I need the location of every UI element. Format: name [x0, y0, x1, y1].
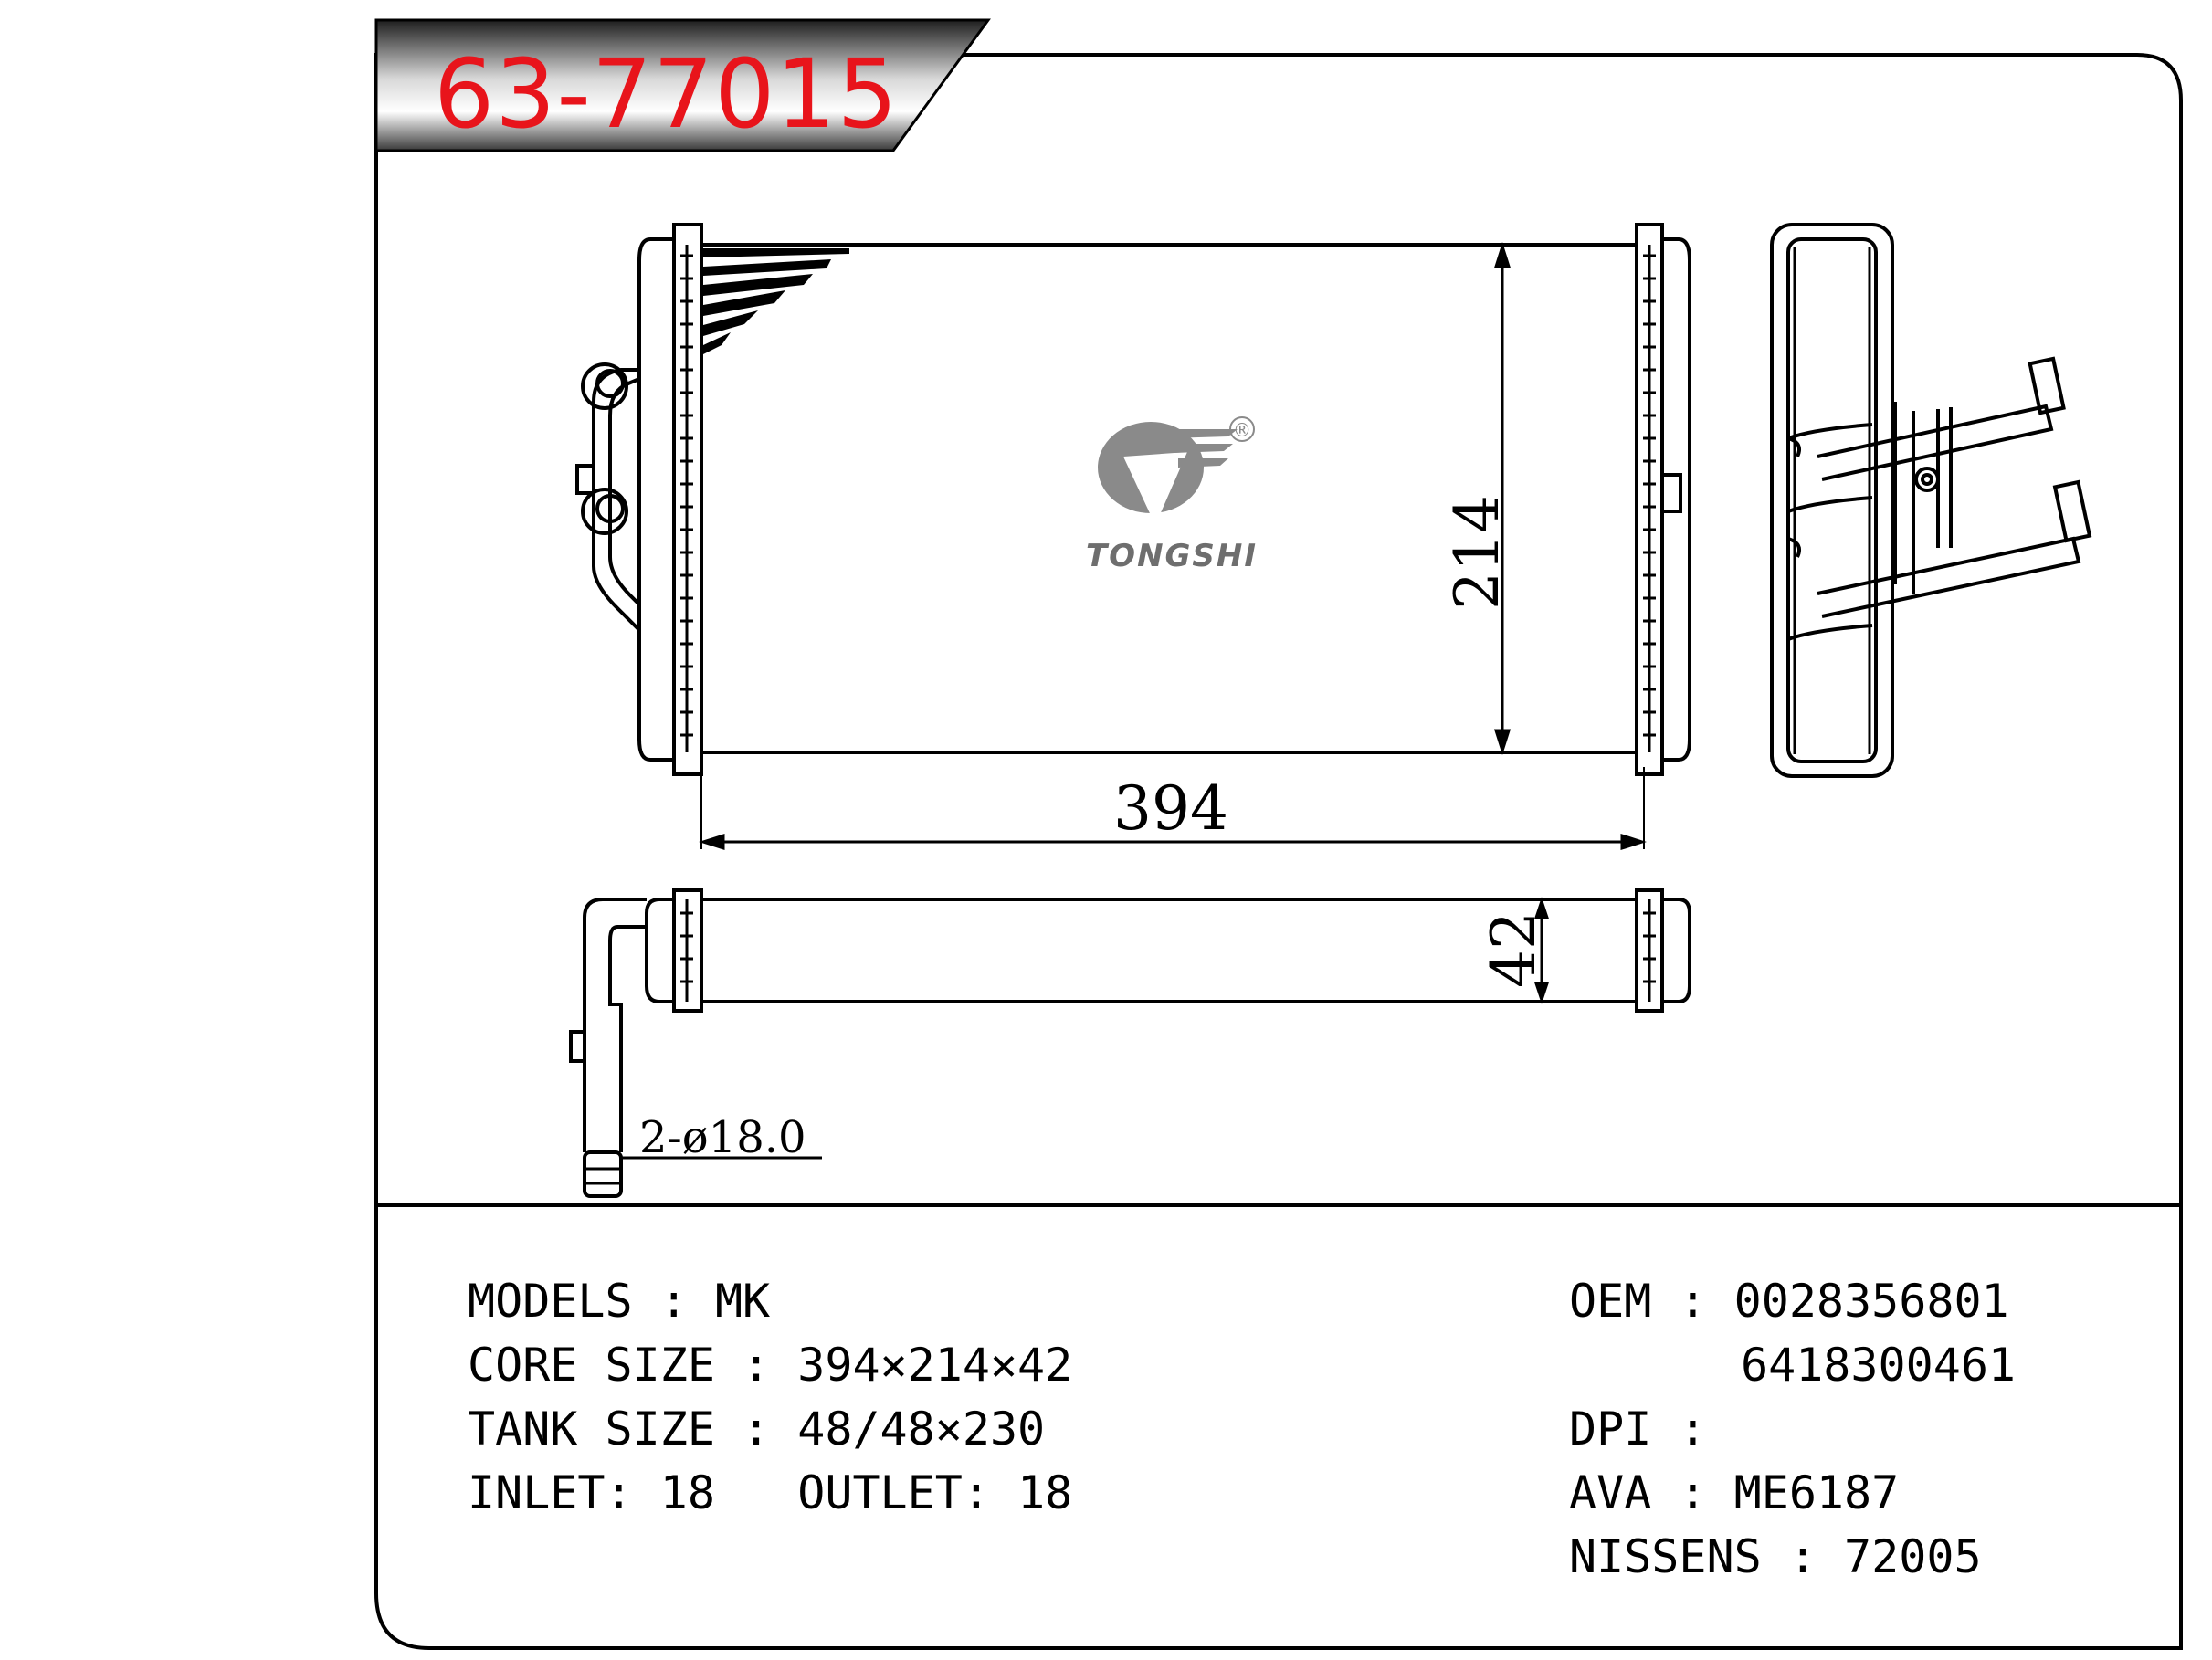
oem-value-2: 6418300461: [1741, 1339, 2017, 1392]
spec-oem: OEM : 0028356801: [1569, 1278, 2009, 1324]
front-view: [575, 223, 1691, 776]
nissens-label: NISSENS :: [1569, 1530, 1845, 1583]
side-pipe: [583, 898, 647, 1152]
title-banner: [374, 18, 991, 152]
registered-mark: ®: [1233, 419, 1251, 441]
drawing-frame: [374, 53, 2183, 1650]
end-tank-inner: [1786, 237, 1878, 763]
ava-value: ME6187: [1733, 1466, 1900, 1519]
part-number-title: 63-77015: [434, 38, 899, 150]
end-pipe-upper-cap: [2028, 356, 2066, 415]
dimension-width-label: 394: [1113, 773, 1228, 844]
outlet-pipe: [581, 488, 628, 535]
ava-label: AVA :: [1569, 1466, 1734, 1519]
dimension-pipe-label: 2-ø18.0: [639, 1112, 806, 1163]
side-pipe-tab: [569, 1030, 585, 1063]
core-label: CORE SIZE :: [468, 1339, 798, 1392]
side-right-tank: [1635, 888, 1664, 1013]
inlet-value: 18: [659, 1466, 715, 1519]
right-crimp: [1643, 245, 1656, 752]
registered-icon: [1229, 416, 1255, 442]
side-left-tank: [672, 888, 703, 1013]
tank-label: TANK SIZE :: [468, 1403, 798, 1455]
right-tank-outline: [1662, 237, 1691, 762]
core-value: 394×214×42: [797, 1339, 1073, 1392]
outlet-pipe-inner: [595, 494, 625, 523]
spec-oem-2: 6418300461: [1741, 1342, 2016, 1388]
inlet-pipe-inner: [595, 369, 625, 398]
tongshi-logo: ® TONGSHI: [1086, 416, 1258, 574]
spec-dpi: DPI :: [1569, 1406, 1734, 1452]
models-label: MODELS :: [468, 1275, 715, 1328]
spec-ava: AVA : ME6187: [1569, 1470, 1899, 1516]
dimension-depth: [1533, 897, 1550, 1004]
right-tank-frame: [1635, 223, 1664, 776]
models-value: MK: [714, 1275, 771, 1328]
side-view: [569, 888, 1691, 1198]
end-view: [1770, 223, 2092, 778]
oem-value-1: 0028356801: [1733, 1275, 2009, 1328]
outlet-label: OUTLET:: [797, 1466, 1018, 1519]
spec-nissens: NISSENS : 72005: [1569, 1534, 1982, 1580]
outlet-value: 18: [1017, 1466, 1073, 1519]
tank-value: 48/48×230: [797, 1403, 1046, 1455]
fin-detail: [703, 248, 849, 354]
spec-core-size: CORE SIZE : 394×214×42: [468, 1342, 1072, 1388]
spec-inlet-outlet: INLET: 18 OUTLET: 18: [468, 1470, 1072, 1516]
inlet-pipe: [581, 362, 628, 410]
inlet-label: INLET:: [468, 1466, 660, 1519]
nissens-value: 72005: [1844, 1530, 1982, 1583]
spec-tank-size: TANK SIZE : 48/48×230: [468, 1406, 1045, 1452]
end-bolt: [1914, 467, 1940, 492]
spec-models: MODELS : MK: [468, 1278, 770, 1324]
dimension-height-label: 214: [1442, 495, 1512, 610]
end-pipe-lower-cap: [2052, 479, 2092, 543]
dimension-width: [699, 767, 1647, 851]
right-tank-bracket: [1662, 473, 1682, 513]
brand-name: TONGSHI: [1086, 538, 1258, 574]
end-tank: [1770, 223, 1894, 778]
left-crimp: [680, 245, 693, 752]
pipe-bracket: [592, 368, 641, 632]
left-tank-frame: [672, 223, 703, 776]
dimension-height: [1493, 242, 1637, 755]
dimension-depth-label: 42: [1479, 911, 1549, 988]
pipe-end: [583, 1150, 623, 1198]
end-pipe-upper: [1817, 404, 2054, 481]
dpi-label: DPI :: [1569, 1403, 1734, 1455]
end-pipe-lower: [1817, 536, 2081, 618]
oem-label: OEM :: [1569, 1275, 1734, 1328]
left-tank-outline: [637, 237, 674, 762]
mount-tab: [575, 464, 594, 495]
